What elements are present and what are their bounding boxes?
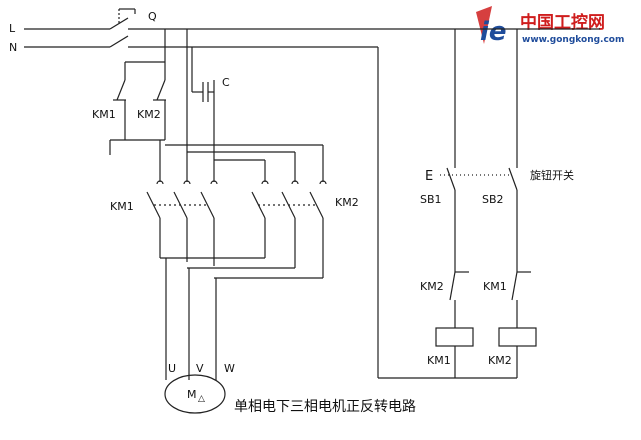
control-circuit: E SB1 SB2 旋钮开关 KM2 KM1 KM1 KM2: [377, 29, 574, 379]
interlock-km1-label: KM1: [92, 108, 116, 121]
coil-km1-label: KM1: [427, 354, 451, 367]
breaker-q: Q: [109, 8, 600, 48]
motor: U V W M △: [164, 362, 235, 414]
breaker-q-label: Q: [148, 10, 157, 23]
logo-swoosh-icon: [476, 6, 492, 44]
interlock-km2-label: KM2: [137, 108, 161, 121]
coil-km1: [435, 327, 474, 347]
coil-km2: [498, 327, 537, 347]
coil-km2-label: KM2: [488, 354, 512, 367]
motor-symbol: M: [187, 388, 197, 401]
main-km2-label: KM2: [335, 196, 359, 209]
logo-letters: ie: [480, 17, 507, 47]
motor-w-label: W: [224, 362, 235, 375]
interlock-contacts: KM1 KM2: [92, 29, 166, 155]
watermark-logo: ie 中国工控网 www.gongkong.com: [476, 6, 624, 47]
nc-km2-label: KM2: [420, 280, 444, 293]
diagram-caption: 单相电下三相电机正反转电路: [234, 399, 416, 415]
rotary-switch-label: 旋钮开关: [530, 168, 574, 182]
sb2-label: SB2: [482, 193, 504, 206]
line-n-label: N: [9, 41, 17, 54]
supply-lines: L N: [9, 22, 110, 54]
nc-km1-label: KM1: [483, 280, 507, 293]
capacitor-c: C: [191, 47, 230, 145]
capacitor-c-label: C: [222, 76, 230, 89]
delta-icon: △: [198, 394, 205, 404]
watermark-site-name: 中国工控网: [520, 12, 605, 33]
sb1-label: SB1: [420, 193, 442, 206]
watermark-site-url: www.gongkong.com: [522, 35, 624, 45]
motor-u-label: U: [168, 362, 176, 375]
sb1-mark: E: [425, 169, 433, 184]
main-km1-label: KM1: [110, 200, 134, 213]
motor-v-label: V: [196, 362, 204, 375]
line-l-label: L: [9, 22, 16, 35]
main-contactors: KM1 KM2: [110, 29, 359, 380]
